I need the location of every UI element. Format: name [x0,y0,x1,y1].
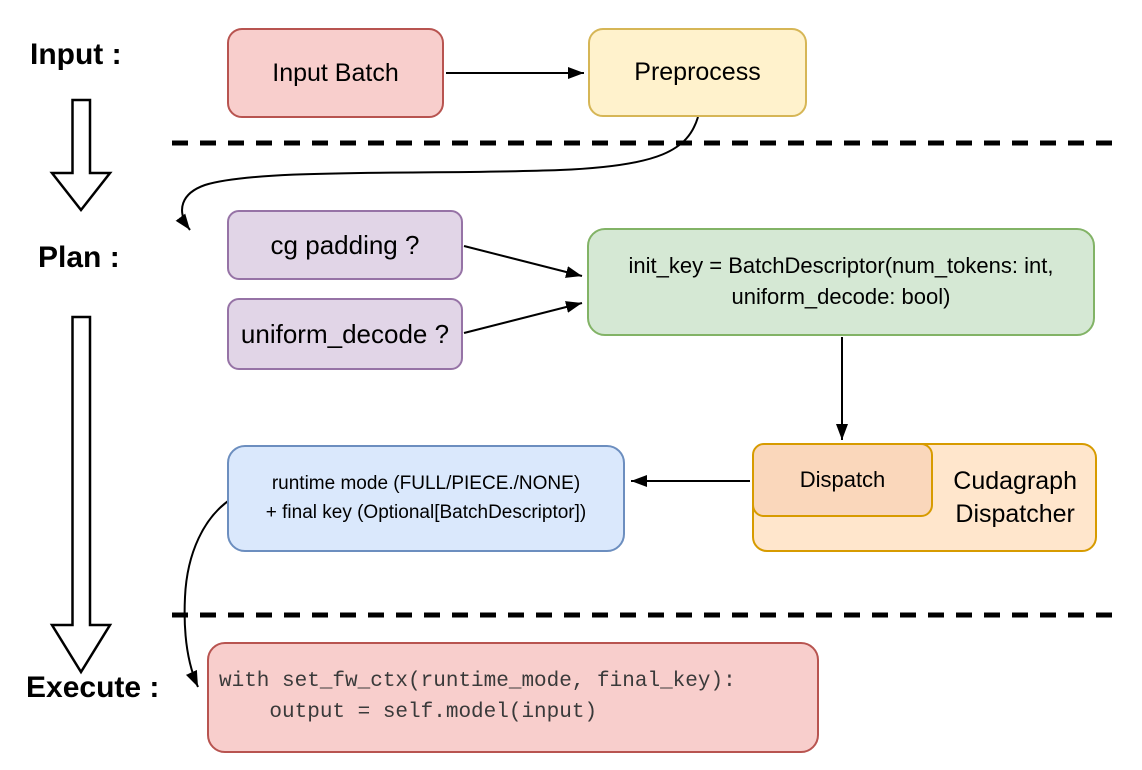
stage-arrow-input-to-plan [49,98,113,213]
preprocess-box: Preprocess [588,28,807,117]
arrow-uniform-decode-to-init-key [463,301,583,334]
runtime-final-key-box: runtime mode (FULL/PIECE./NONE) + final … [227,445,625,552]
uniform-decode-box: uniform_decode ? [227,298,463,370]
stage-label-input: Input : [30,38,122,71]
stage-label-execute: Execute : [26,671,160,704]
stage-arrow-plan-to-execute [49,315,113,675]
execute-code-box: with set_fw_ctx(runtime_mode, final_key)… [207,642,819,753]
input-batch-box: Input Batch [227,28,444,118]
arrow-cg-padding-to-init-key [463,245,583,278]
dispatch-box: Dispatch [752,443,933,517]
stage-label-plan: Plan : [38,241,120,274]
cg-padding-box: cg padding ? [227,210,463,280]
init-key-box: init_key = BatchDescriptor(num_tokens: i… [587,228,1095,336]
